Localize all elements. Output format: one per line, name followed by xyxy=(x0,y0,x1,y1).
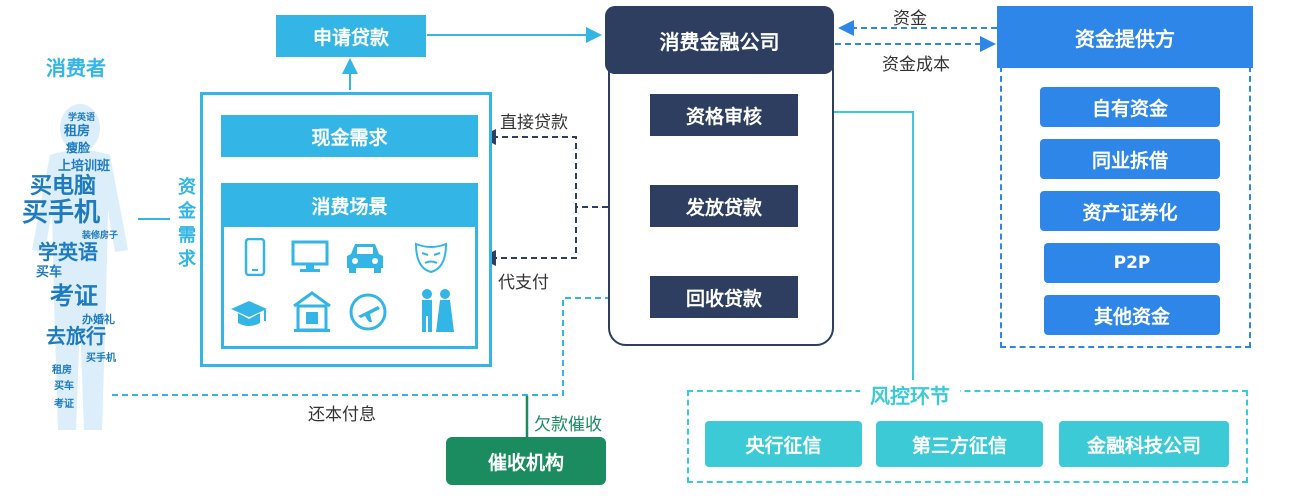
cloud-word: 买手机 xyxy=(86,353,116,364)
cloud-word: 租房 xyxy=(64,124,91,139)
step-issue: 发放贷款 xyxy=(650,185,798,227)
risk-item: 金融科技公司 xyxy=(1059,421,1229,467)
cloud-word: 装修房子 xyxy=(82,231,119,241)
provider-item: 同业拆借 xyxy=(1040,139,1220,179)
cloud-word: 买车 xyxy=(36,265,63,280)
phone-icon xyxy=(244,237,266,280)
person-icon xyxy=(32,104,128,430)
provider-item: P2P xyxy=(1044,243,1220,283)
consumer-silhouette: 学英语 租房 瘦脸 上培训班 买电脑 买手机 装修房子 学英语 买车 考证 办婚… xyxy=(20,100,138,430)
fund-demand-label: 资 金 需 求 xyxy=(178,177,196,270)
cloud-word: 瘦脸 xyxy=(66,141,91,155)
step-recover: 回收贷款 xyxy=(650,276,798,318)
provider-box: 资金提供方 xyxy=(997,6,1253,68)
label-repay: 还本付息 xyxy=(308,405,376,425)
cloud-word: 买车 xyxy=(54,381,74,392)
collection-agency-box: 催收机构 xyxy=(446,437,606,485)
cash-demand-box: 现金需求 xyxy=(221,115,478,157)
provider-item: 自有资金 xyxy=(1040,87,1220,127)
mask-icon xyxy=(412,238,450,280)
risk-container xyxy=(687,390,1248,483)
label-fund: 资金 xyxy=(893,9,927,29)
provider-container xyxy=(1000,66,1251,348)
cloud-word: 去旅行 xyxy=(46,324,106,348)
provider-item: 其他资金 xyxy=(1044,295,1220,335)
cloud-word: 买电脑 xyxy=(30,174,97,199)
risk-item: 央行征信 xyxy=(705,421,862,467)
apply-loan-box: 申请贷款 xyxy=(276,15,426,57)
cloud-word: 办婚礼 xyxy=(82,313,115,326)
scene-title: 消费场景 xyxy=(221,183,478,227)
risk-item: 第三方征信 xyxy=(876,421,1043,467)
cloud-word: 租房 xyxy=(52,365,72,376)
graduation-cap-icon xyxy=(229,297,269,335)
couple-icon xyxy=(414,288,458,338)
label-pay-for: 代支付 xyxy=(498,273,549,293)
consumer-title: 消费者 xyxy=(46,56,106,80)
cloud-word: 学英语 xyxy=(68,113,96,123)
cloud-word: 买手机 xyxy=(22,198,101,228)
label-fund-cost: 资金成本 xyxy=(882,55,950,75)
step-review: 资格审核 xyxy=(650,94,798,136)
provider-item: 资产证券化 xyxy=(1040,191,1220,231)
house-icon xyxy=(290,290,334,338)
label-direct-loan: 直接贷款 xyxy=(500,113,568,133)
arrow-pay-for xyxy=(480,207,577,266)
cloud-word: 考证 xyxy=(50,282,98,310)
monitor-icon xyxy=(291,240,329,278)
cloud-word: 上培训班 xyxy=(58,159,111,174)
plane-icon xyxy=(348,292,388,336)
label-overdue: 欠款催收 xyxy=(534,415,602,435)
car-icon xyxy=(345,240,385,278)
company-box: 消费金融公司 xyxy=(605,6,834,74)
cloud-word: 学英语 xyxy=(38,240,98,264)
risk-title: 风控环节 xyxy=(860,380,960,409)
cloud-word: 考证 xyxy=(54,399,74,410)
